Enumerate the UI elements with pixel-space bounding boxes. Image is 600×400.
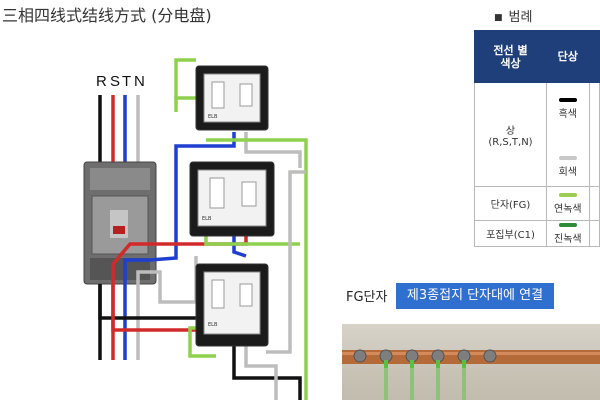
phase-label-r: R bbox=[96, 73, 107, 90]
incoming-wires bbox=[98, 95, 140, 170]
dark-green-swatch bbox=[558, 222, 577, 227]
legend-item-dark-green: 진녹색 bbox=[554, 233, 582, 245]
legend-heading: ■ 범례 bbox=[494, 6, 532, 25]
legend-header-single-phase: 단상 bbox=[545, 30, 590, 83]
phase-label-t: T bbox=[122, 73, 131, 90]
svg-text:ELB: ELB bbox=[208, 114, 218, 120]
bullet-icon: ■ bbox=[494, 12, 503, 23]
sub-breaker-1: ELB bbox=[195, 65, 269, 131]
legend-row-phase-swatches: 흑색 회색 bbox=[545, 82, 590, 187]
legend-item-light-green: 연녹색 bbox=[554, 203, 582, 215]
sub-breaker-2: ELB bbox=[189, 161, 275, 237]
outgoing-wires bbox=[98, 284, 140, 360]
legend-row-c1-label: 포집부(C1) bbox=[474, 220, 547, 247]
legend-header-cutoff bbox=[588, 30, 600, 83]
fg-connection-banner: 제3종접지 단자대에 연결 bbox=[396, 283, 554, 309]
fg-terminal-photo bbox=[342, 324, 600, 400]
legend-row-fg-swatch: 연녹색 bbox=[545, 186, 590, 221]
gray-swatch bbox=[558, 155, 577, 160]
page-title: 三相四线式结线方式 (分电盘) bbox=[2, 6, 212, 25]
light-green-swatch bbox=[558, 192, 577, 197]
legend-cutoff-cell bbox=[588, 186, 600, 221]
legend-cutoff-cell bbox=[588, 220, 600, 247]
legend-row-fg-label: 단자(FG) bbox=[474, 186, 547, 221]
sub-breaker-3: ELB bbox=[195, 263, 269, 347]
legend-row-c1-swatch: 진녹색 bbox=[545, 220, 590, 247]
phase-label-n: N bbox=[134, 73, 145, 90]
fg-terminal-label: FG단자 bbox=[346, 290, 388, 305]
svg-text:ELB: ELB bbox=[208, 322, 218, 328]
black-swatch bbox=[558, 97, 577, 102]
legend-header-wire-color: 전선 별 색상 bbox=[474, 30, 547, 83]
legend-item-gray: 회색 bbox=[558, 166, 577, 178]
main-breaker bbox=[83, 161, 157, 285]
phase-label-s: S bbox=[110, 73, 120, 90]
legend-table: 전선 별 색상 단상 상 (R,S,T,N) 흑색 회색 단자(FG) 연녹색 … bbox=[474, 30, 600, 247]
svg-text:ELB: ELB bbox=[202, 216, 212, 222]
legend-row-phase-label: 상 (R,S,T,N) bbox=[474, 82, 547, 187]
legend-heading-text: 범례 bbox=[508, 10, 533, 25]
legend-item-black: 흑색 bbox=[558, 108, 577, 120]
legend-cutoff-cell bbox=[588, 82, 600, 187]
feeder-wires bbox=[98, 58, 308, 400]
